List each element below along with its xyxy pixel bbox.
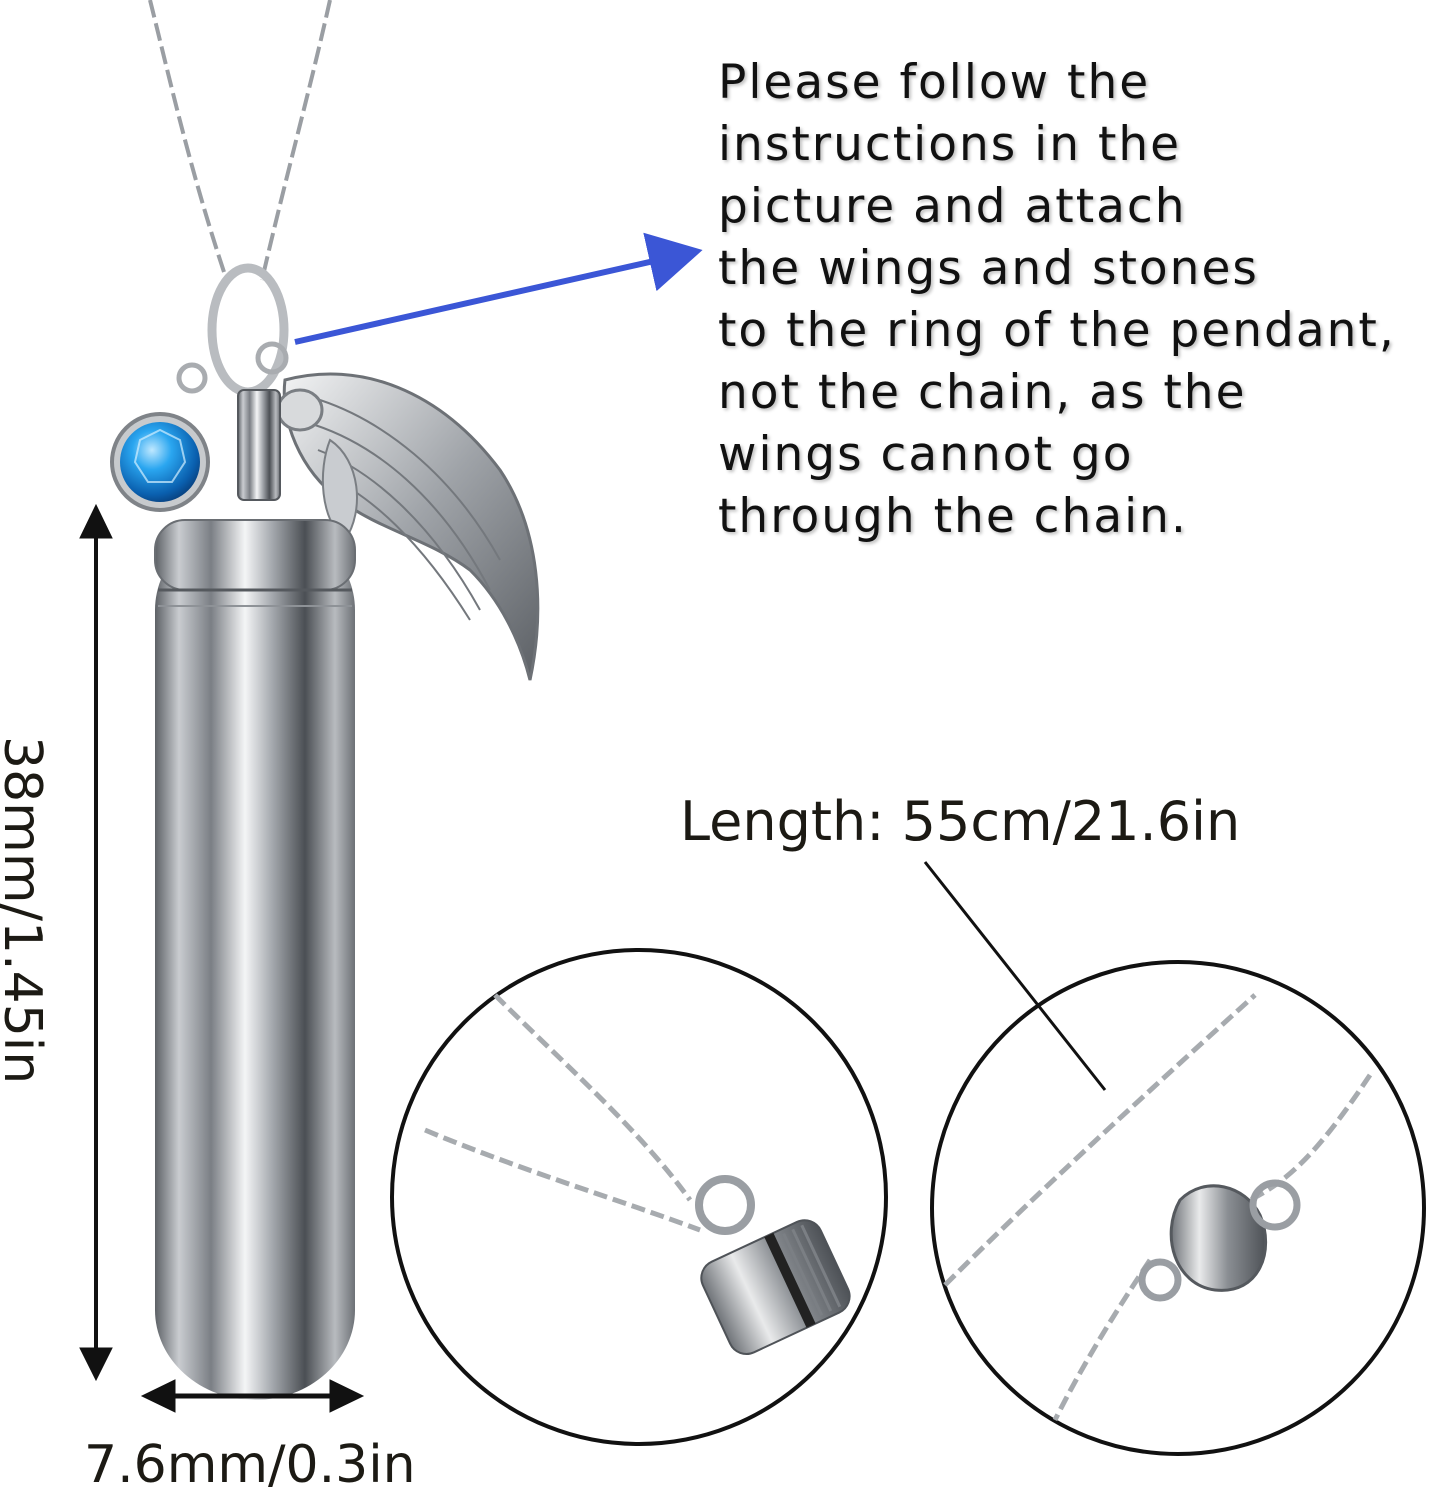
instruction-line: not the chain, as the [718, 365, 1247, 420]
instruction-pointer-arrow [294, 232, 703, 345]
cylinder-urn-pendant [154, 389, 356, 1400]
pendant-height-label: 38mm/1.45in [0, 736, 52, 1085]
instruction-line: through the chain. [718, 489, 1188, 544]
closeup-screw-cap [390, 948, 888, 1446]
birthstone-charm [110, 362, 210, 512]
height-dimension-arrow [79, 503, 113, 1382]
angel-wing-charm [255, 341, 540, 681]
attachment-instructions: Please follow the instructions in the pi… [718, 52, 1418, 548]
pendant-width-label: 7.6mm/0.3in [84, 1435, 416, 1495]
instruction-line: the wings and stones [718, 241, 1259, 296]
instruction-line: picture and attach [718, 179, 1187, 234]
instruction-line: wings cannot go [718, 427, 1134, 482]
closeup-chain-clasp [930, 960, 1426, 1456]
instruction-line: instructions in the [718, 117, 1182, 172]
chain-length-label: Length: 55cm/21.6in [680, 790, 1241, 853]
necklace-chain [148, 0, 332, 281]
length-pointer-line [923, 861, 1107, 1091]
width-dimension-arrow [140, 1379, 365, 1413]
instruction-line: Please follow the [718, 55, 1151, 110]
instruction-line: to the ring of the pendant, [718, 303, 1396, 358]
